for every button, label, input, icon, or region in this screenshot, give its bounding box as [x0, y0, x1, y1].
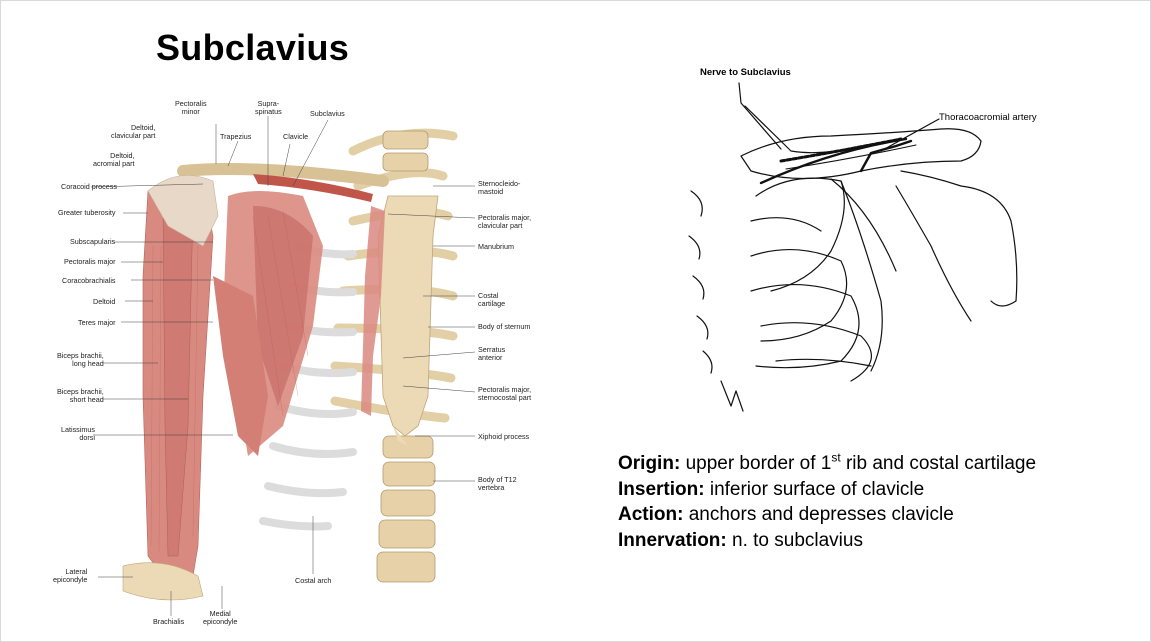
innervation-text: n. to subclavius	[732, 529, 863, 551]
label-clavicle: Clavicle	[283, 132, 309, 141]
action-row: Action: anchors and depresses clavicle	[618, 502, 1036, 528]
label-pec-major-sternocostal: Pectoralis major, sternocostal part	[478, 385, 532, 402]
label-pectoralis-major: Pectoralis major	[64, 257, 116, 266]
label-medial-epicondyle: Medial epicondyle	[203, 609, 238, 626]
label-pec-major-clavicular: Pectoralis major, clavicular part	[478, 213, 532, 230]
innervation-label: Innervation:	[618, 529, 727, 551]
label-greater-tuberosity: Greater tuberosity	[58, 208, 116, 217]
label-body-t12: Body of T12 vertebra	[478, 475, 517, 492]
label-serratus-anterior: Serratus anterior	[478, 345, 506, 362]
origin-text-a: upper border of 1	[685, 453, 832, 474]
action-label: Action:	[618, 504, 684, 525]
label-sternocleidomastoid: Sternocleido- mastoid	[478, 179, 521, 196]
muscle-striations	[150, 210, 309, 552]
sketch-drawing	[688, 82, 1018, 412]
label-deltoid-acromial: Deltoid, acromial part	[93, 151, 135, 168]
origin-label: Origin:	[618, 453, 681, 474]
insertion-row: Insertion: inferior surface of clavicle	[618, 477, 1036, 503]
slide-title: Subclavius	[156, 27, 350, 68]
label-costal-arch: Costal arch	[295, 576, 332, 585]
label-deltoid: Deltoid	[93, 297, 116, 306]
label-costal-cartilage: Costal cartilage	[478, 291, 506, 308]
cervical-vertebrae	[382, 130, 429, 172]
label-supraspinatus: Supra- spinatus	[255, 99, 282, 116]
label-teres-major: Teres major	[78, 318, 116, 327]
sketch-label-nerve: Nerve to Subclavius	[700, 67, 791, 78]
upper-arm	[122, 175, 219, 601]
origin-sup: st	[831, 450, 841, 465]
anatomy-drawing	[90, 116, 476, 616]
insertion-text: inferior surface of clavicle	[709, 478, 925, 500]
label-xiphoid-process: Xiphoid process	[478, 432, 530, 441]
label-subclavius: Subclavius	[310, 109, 345, 118]
label-brachialis: Brachialis	[153, 617, 185, 626]
label-manubrium: Manubrium	[478, 242, 514, 251]
innervation-row: Innervation: n. to subclavius	[618, 528, 1036, 554]
label-biceps-short: Biceps brachii, short head	[57, 387, 104, 404]
latissimus-dorsi	[213, 276, 268, 456]
label-pectoralis-minor: Pectoralis minor	[175, 99, 207, 116]
insertion-label: Insertion:	[618, 478, 705, 500]
label-deltoid-clavicular: Deltoid, clavicular part	[111, 123, 156, 140]
label-body-of-sternum: Body of sternum	[478, 322, 531, 331]
action-text: anchors and depresses clavicle	[688, 504, 954, 525]
subclavius-muscle	[253, 174, 373, 202]
origin-row: Origin: upper border of 1st rib and cost…	[618, 451, 1036, 477]
label-coracobrachialis: Coracobrachialis	[62, 276, 116, 285]
sketch-label-artery: Thoracoacromial artery	[939, 112, 1037, 123]
label-biceps-long: Biceps brachii, long head	[57, 351, 104, 368]
label-trapezius: Trapezius	[220, 132, 252, 141]
label-coracoid-process: Coracoid process	[61, 182, 117, 191]
pectoralis-major-strip	[361, 206, 385, 416]
subclavius-sketch: Nerve to Subclavius Thoracoacromial arte…	[681, 61, 1041, 421]
origin-text-b: rib and costal cartilage	[845, 453, 1037, 474]
leader-lines	[90, 116, 476, 616]
anatomy-illustration: Pectoralis minor Supra- spinatus Subclav…	[53, 96, 553, 636]
label-latissimus: Latissimus dorsi	[61, 425, 95, 442]
label-subscapularis: Subscapularis	[70, 237, 116, 246]
vertebral-column	[376, 435, 436, 583]
muscle-info: Origin: upper border of 1st rib and cost…	[618, 451, 1036, 553]
label-lateral-epicondyle: Lateral epicondyle	[53, 567, 88, 584]
